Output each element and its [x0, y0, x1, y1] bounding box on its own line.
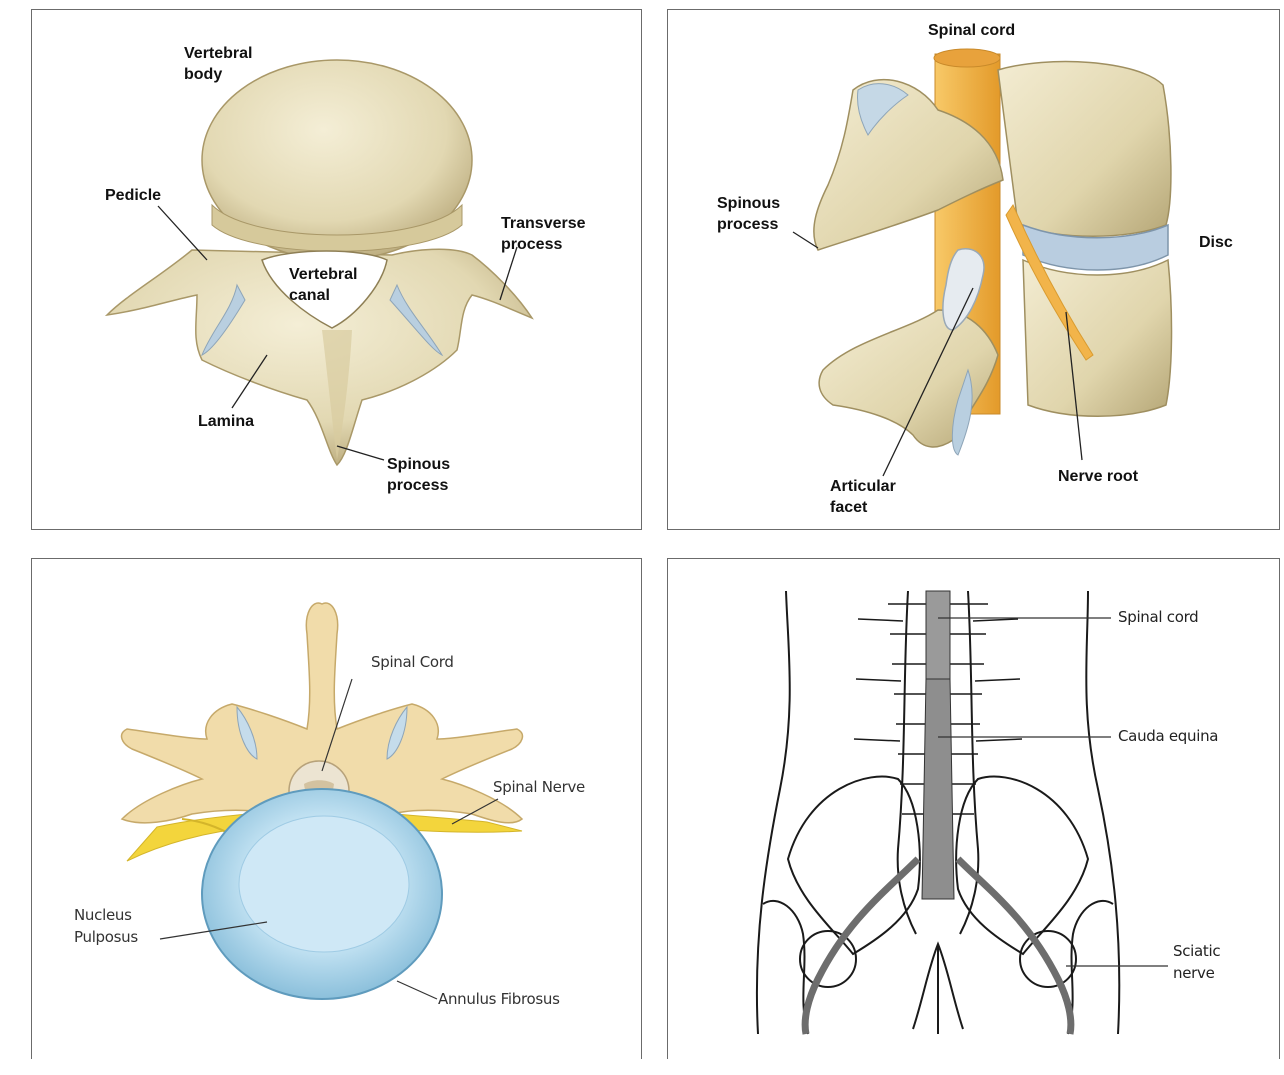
- label-articular-facet: Articular facet: [830, 476, 896, 518]
- label-nucleus-pulposus: Nucleus Pulposus: [74, 904, 138, 948]
- label-cauda-equina: Cauda equina: [1118, 725, 1218, 747]
- label-disc: Disc: [1199, 232, 1233, 253]
- label-spinous-process: Spinous process: [387, 454, 450, 496]
- label-annulus-fibrosus: Annulus Fibrosus: [438, 988, 560, 1010]
- nucleus-pulposus-shape: [239, 816, 409, 952]
- panel-disc-view: Spinal Cord Spinal Nerve Nucleus Pulposu…: [31, 558, 642, 1059]
- back-view-illustration: [668, 559, 1279, 1059]
- disc-illustration: [32, 559, 641, 1059]
- vertebrae-side-illustration: [668, 10, 1279, 529]
- spinal-cord-shape: [926, 591, 950, 681]
- cauda-equina-shape: [922, 679, 954, 899]
- panel-vertebrae-side-view: Spinal cord Spinous process Disc Articul…: [667, 9, 1280, 530]
- label-transverse-process: Transverse process: [501, 213, 586, 255]
- label-vertebral-body: Vertebral body: [184, 43, 252, 85]
- label-spinal-cord: Spinal cord: [928, 20, 1015, 41]
- label-spinous-process: Spinous process: [717, 193, 780, 235]
- label-sciatic-nerve: Sciatic nerve: [1173, 940, 1220, 984]
- label-spinal-cord: Spinal Cord: [371, 651, 454, 673]
- label-nerve-root: Nerve root: [1058, 466, 1138, 487]
- label-vertebral-canal: Vertebral canal: [289, 264, 357, 306]
- panel-back-view: Spinal cord Cauda equina Sciatic nerve: [667, 558, 1280, 1059]
- label-spinal-nerve: Spinal Nerve: [493, 776, 585, 798]
- sciatic-nerve-shape: [805, 859, 918, 1034]
- label-pedicle: Pedicle: [105, 185, 161, 206]
- label-spinal-cord: Spinal cord: [1118, 606, 1198, 628]
- panel-vertebra-top-view: Vertebral body Pedicle Transverse proces…: [31, 9, 642, 530]
- label-lamina: Lamina: [198, 411, 254, 432]
